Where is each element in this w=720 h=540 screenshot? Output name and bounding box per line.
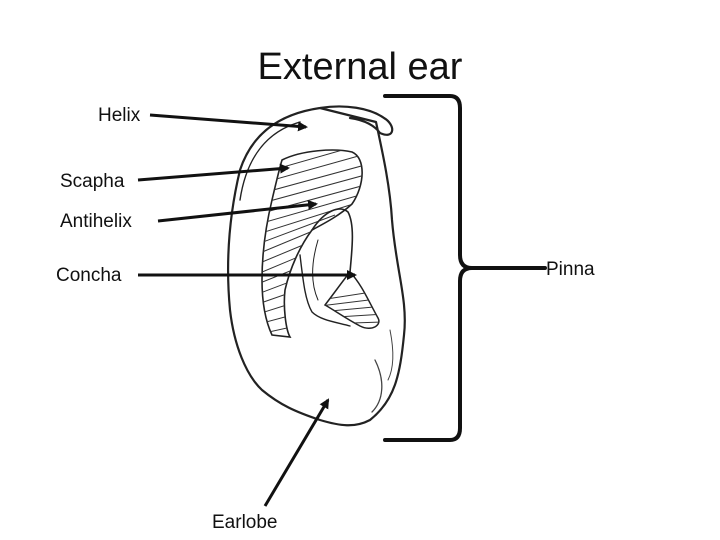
pinna-bracket (385, 96, 545, 440)
antihelix-label: Antihelix (60, 210, 132, 234)
scapha-label: Scapha (60, 170, 124, 194)
ear-outline (228, 106, 405, 425)
helix-arrow (150, 115, 306, 127)
earlobe-arrow (265, 400, 328, 506)
earlobe-region (372, 330, 393, 412)
scapha-arrow (138, 168, 288, 180)
antihelix-arrow (158, 204, 316, 221)
pinna-label: Pinna (546, 258, 595, 282)
antihelix-region (300, 209, 352, 326)
earlobe-label: Earlobe (212, 511, 278, 535)
concha-label: Concha (56, 264, 122, 288)
helix-label: Helix (98, 104, 140, 128)
